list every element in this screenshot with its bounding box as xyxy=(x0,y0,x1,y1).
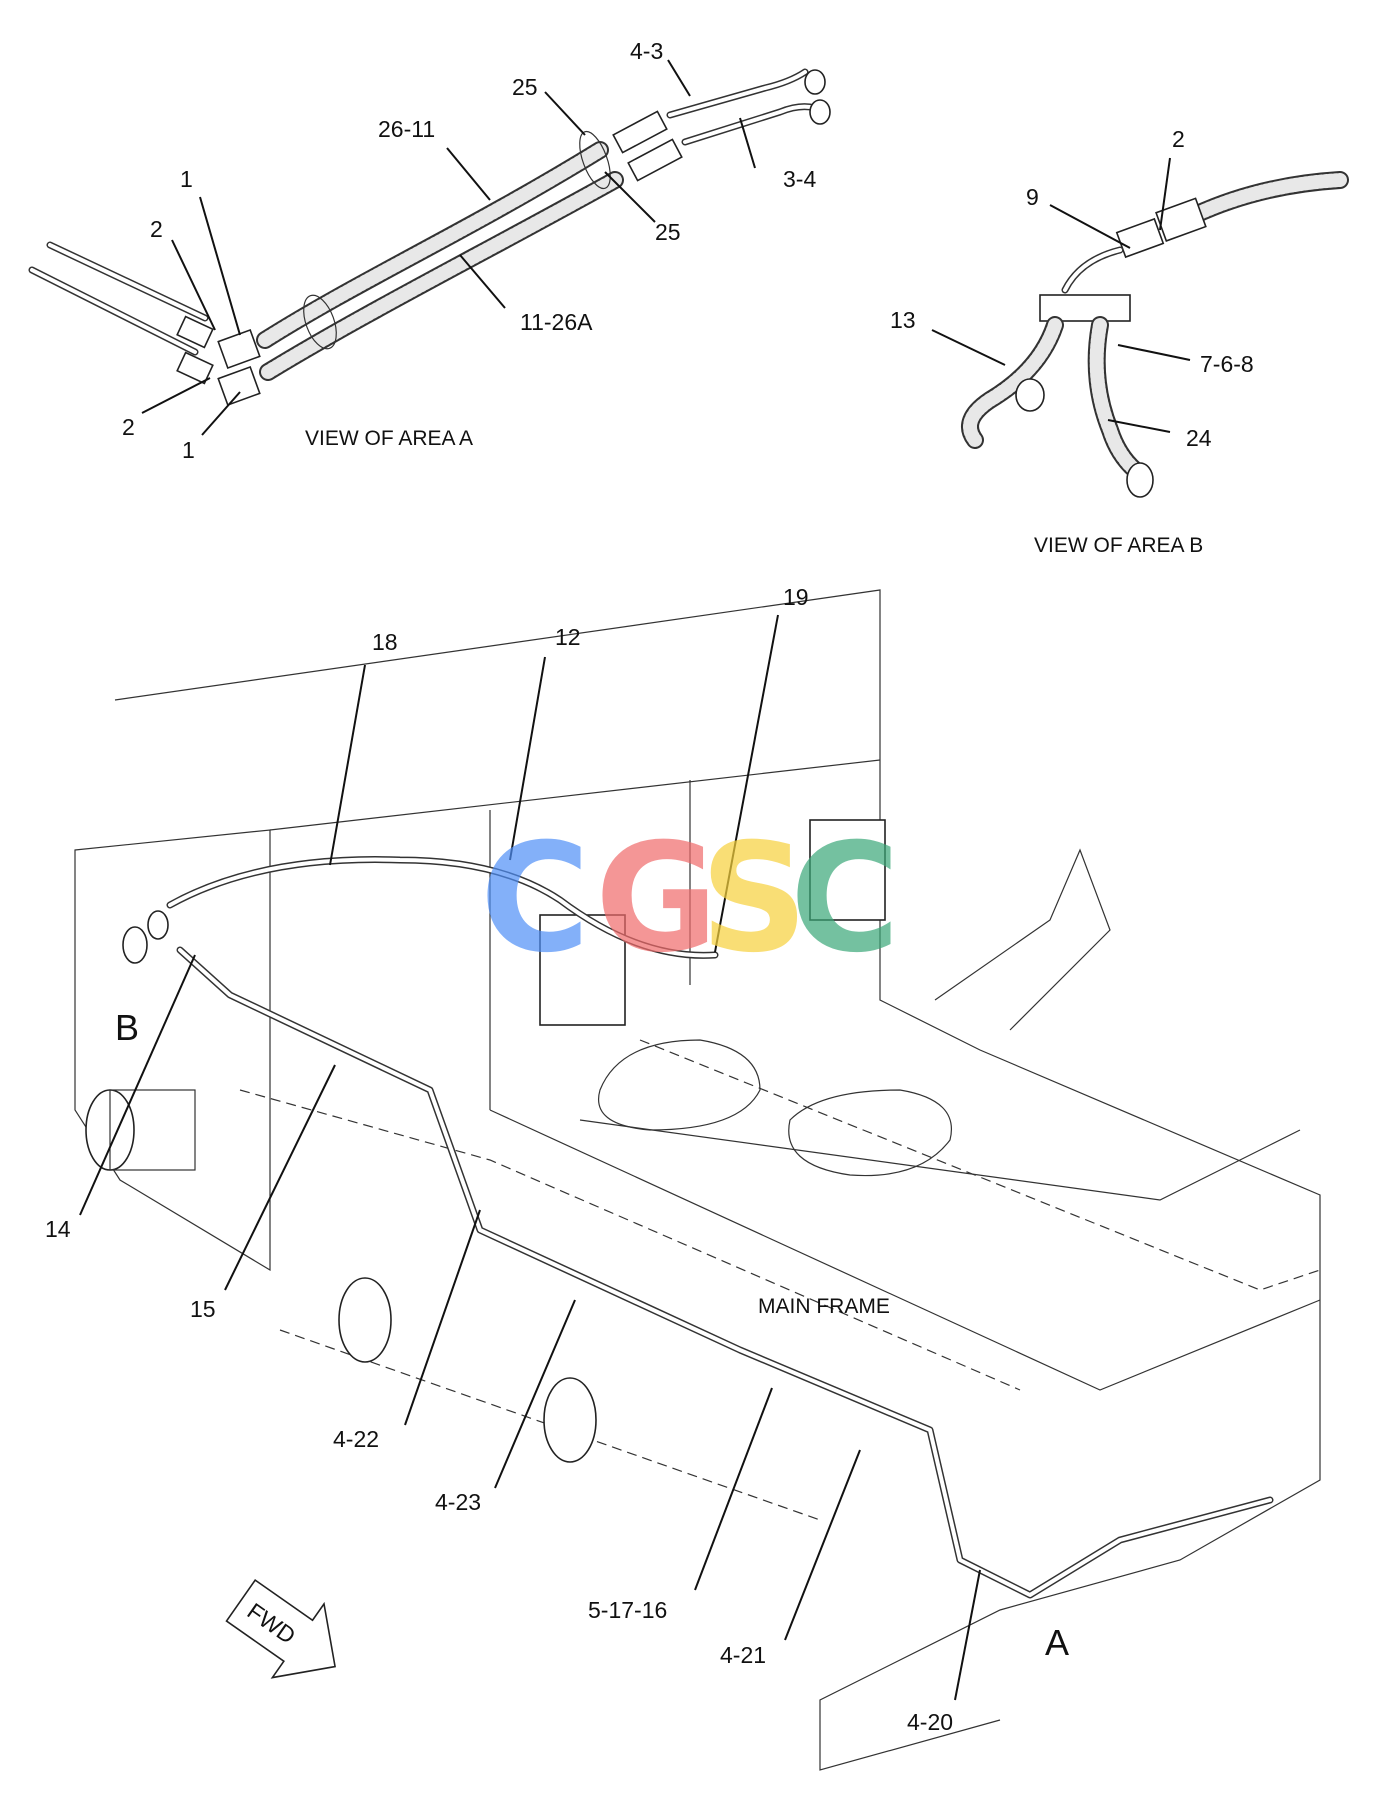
callout-4-23: 4-23 xyxy=(435,1489,481,1515)
callout-2: 2 xyxy=(150,216,163,242)
main-frame-view: 18 12 19 14 15 4-22 4-23 5-17-16 4-21 4-… xyxy=(45,584,1321,1771)
callout-24: 24 xyxy=(1186,425,1212,451)
area-b-view: 2 9 13 7-6-8 24 VIEW OF AREA B xyxy=(890,126,1349,557)
callout-4-22: 4-22 xyxy=(333,1426,379,1452)
callout-2: 2 xyxy=(1172,126,1185,152)
callout-1: 1 xyxy=(182,437,195,463)
watermark-letter-c: C xyxy=(790,812,900,986)
callout-26-11: 26-11 xyxy=(378,116,435,142)
area-marker-a: A xyxy=(1045,1622,1069,1663)
callout-1: 1 xyxy=(180,166,193,192)
callout-3-4: 3-4 xyxy=(783,166,816,192)
view-caption-area-b: VIEW OF AREA B xyxy=(1034,534,1203,557)
callout-7-6-8: 7-6-8 xyxy=(1200,351,1254,377)
main-frame-label: MAIN FRAME xyxy=(758,1295,890,1318)
view-caption-area-a: VIEW OF AREA A xyxy=(305,427,473,450)
callout-2: 2 xyxy=(122,414,135,440)
watermark-letter-g: G xyxy=(595,812,718,986)
callout-15: 15 xyxy=(190,1296,216,1322)
callout-4-20: 4-20 xyxy=(907,1709,953,1735)
elbow-fitting xyxy=(217,366,261,406)
callout-13: 13 xyxy=(890,307,916,333)
callout-5-17-16: 5-17-16 xyxy=(588,1597,667,1623)
elbow-fitting xyxy=(217,329,261,369)
callout-25: 25 xyxy=(512,74,538,100)
callout-4-21: 4-21 xyxy=(720,1642,766,1668)
callout-18: 18 xyxy=(372,629,398,655)
area-marker-b: B xyxy=(115,1007,139,1048)
forward-arrow-icon: FWD xyxy=(225,1578,336,1679)
callout-14: 14 xyxy=(45,1216,71,1242)
callout-11-26a: 11-26A xyxy=(520,309,593,335)
callout-12: 12 xyxy=(555,624,581,650)
callout-19: 19 xyxy=(783,584,809,610)
callout-25: 25 xyxy=(655,219,681,245)
watermark-letter-s: S xyxy=(700,812,808,986)
callout-9: 9 xyxy=(1026,184,1039,210)
area-a-view: 4-3 25 26-11 1 2 3-4 25 11-26A 2 1 VIEW … xyxy=(28,38,831,463)
watermark-letter-c: C xyxy=(480,812,590,986)
callout-4-3: 4-3 xyxy=(630,38,663,64)
watermark: C G S C xyxy=(480,812,900,986)
